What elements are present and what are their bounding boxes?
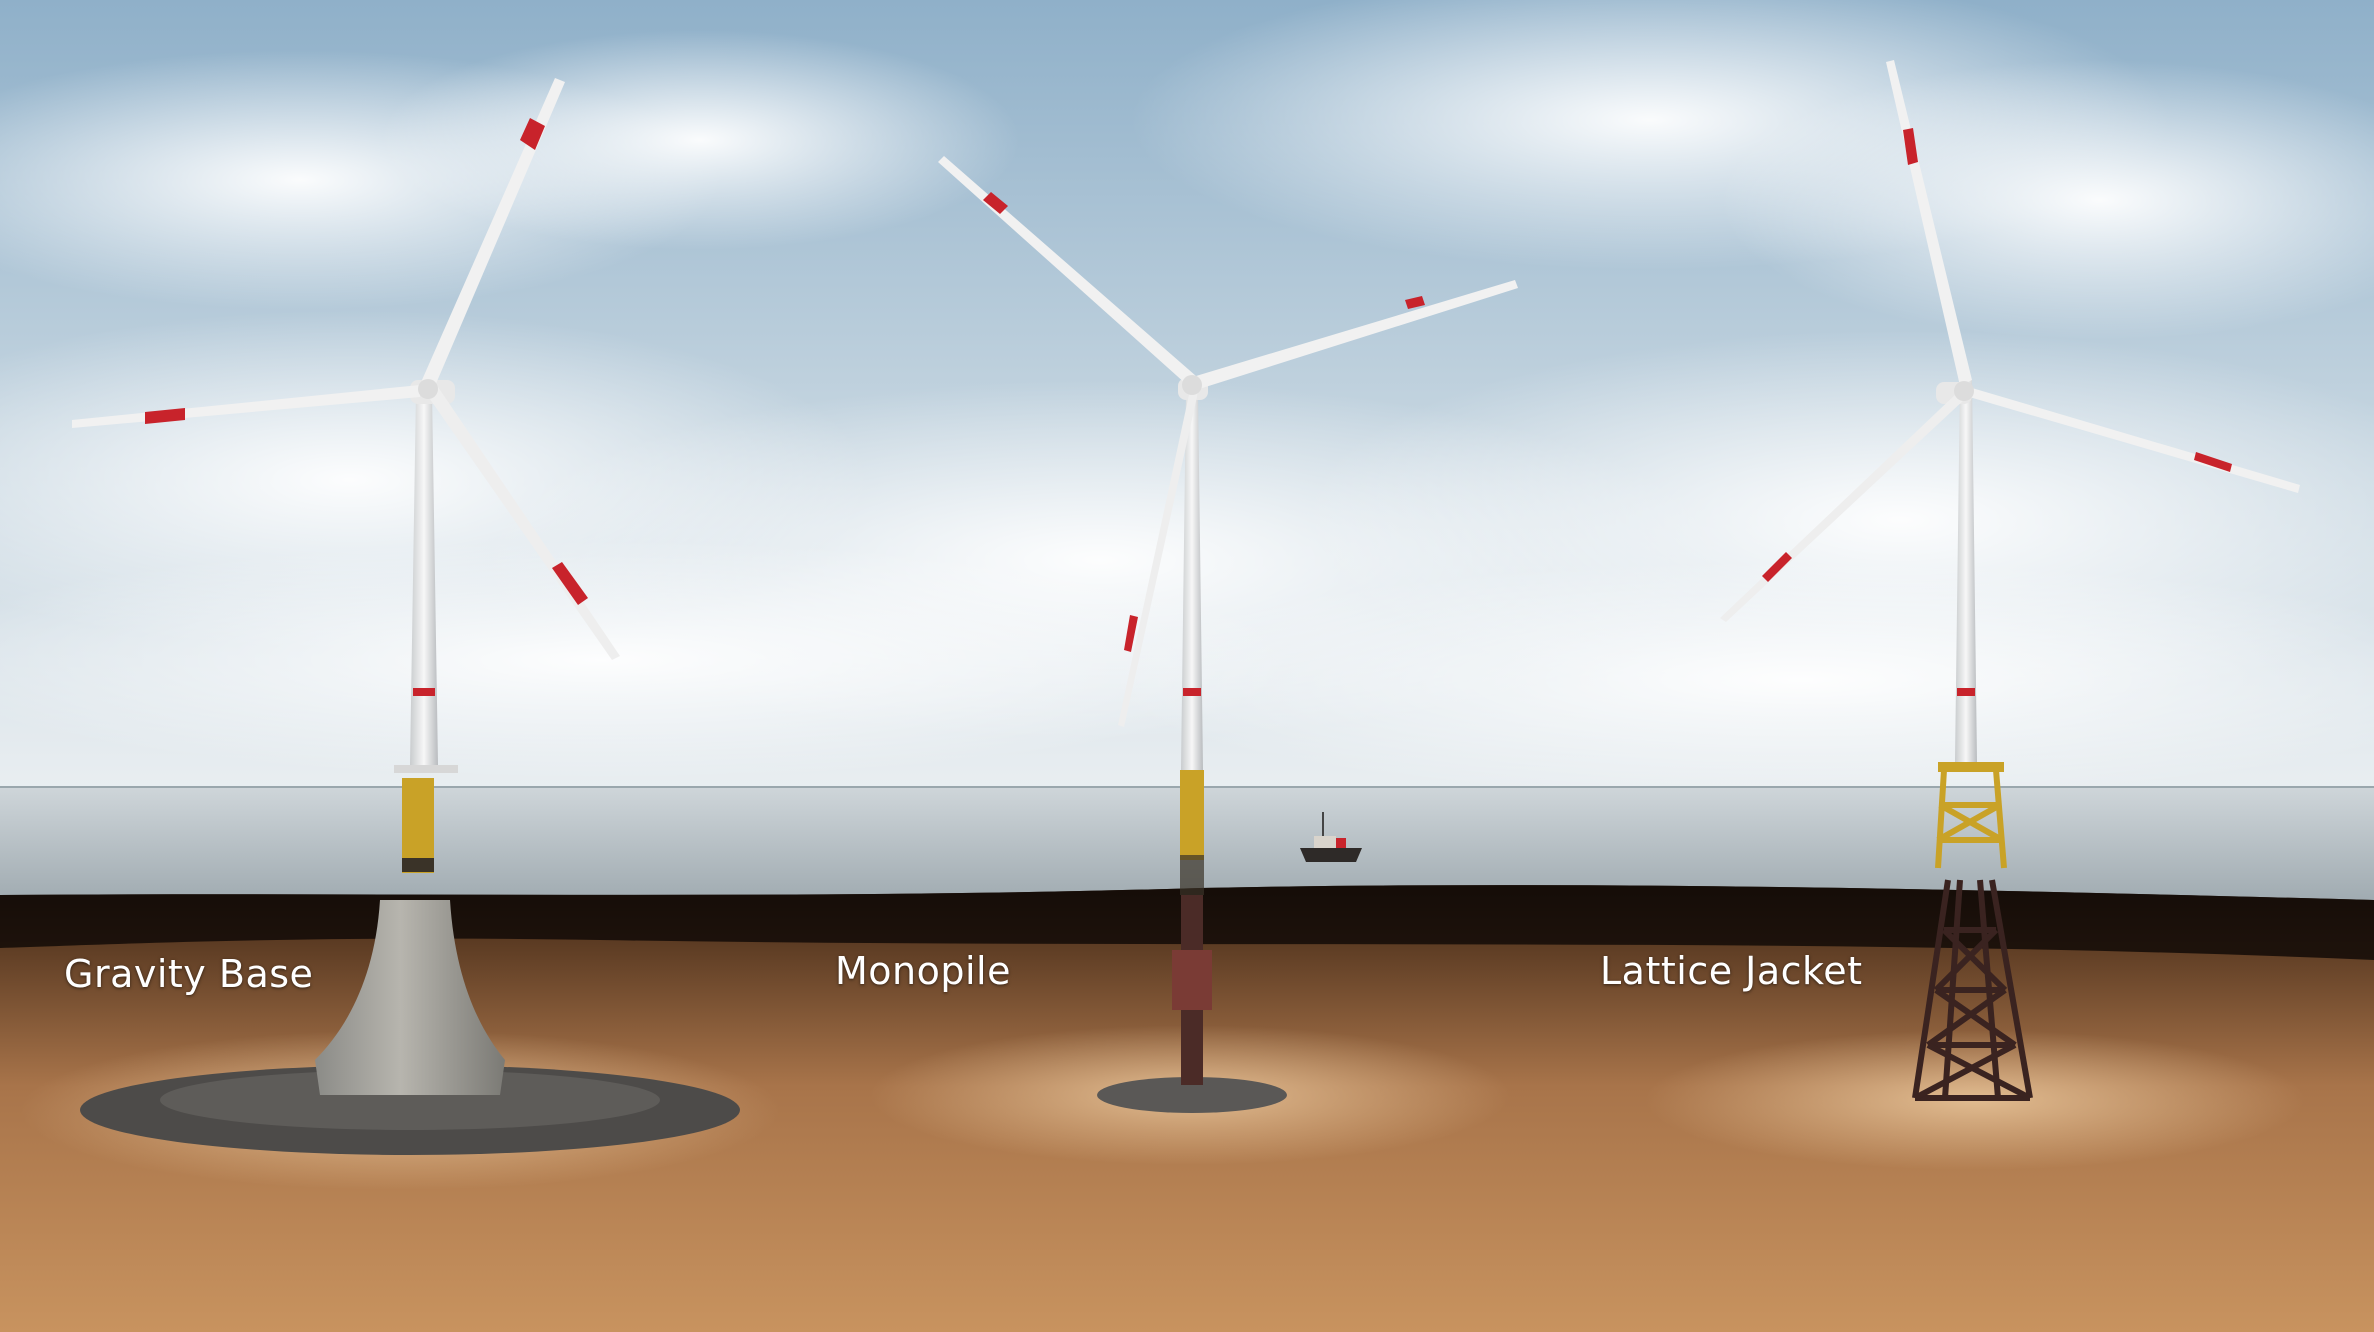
label-gravity-base: Gravity Base — [64, 952, 314, 996]
jacket-splash-zone — [1935, 769, 2007, 869]
rotor-1 — [72, 78, 620, 660]
boat — [1300, 812, 1362, 862]
rotor-2 — [938, 156, 1518, 727]
tower-3 — [1955, 380, 1977, 762]
rotor-3 — [1720, 60, 2300, 622]
tower-2 — [1181, 390, 1203, 770]
label-lattice-jacket: Lattice Jacket — [1600, 949, 1863, 993]
monopile-scour-rocks — [1097, 1077, 1287, 1113]
tower-1 — [410, 392, 438, 765]
clouds — [0, 0, 2374, 800]
label-monopile: Monopile — [835, 949, 1011, 993]
gravity-base-foundation — [315, 900, 505, 1095]
monopile-turbine — [938, 156, 1518, 1113]
gravity-base-turbine — [72, 78, 740, 1155]
lattice-jacket-turbine — [1720, 60, 2300, 1101]
lattice-jacket-foundation — [1912, 879, 2033, 1101]
